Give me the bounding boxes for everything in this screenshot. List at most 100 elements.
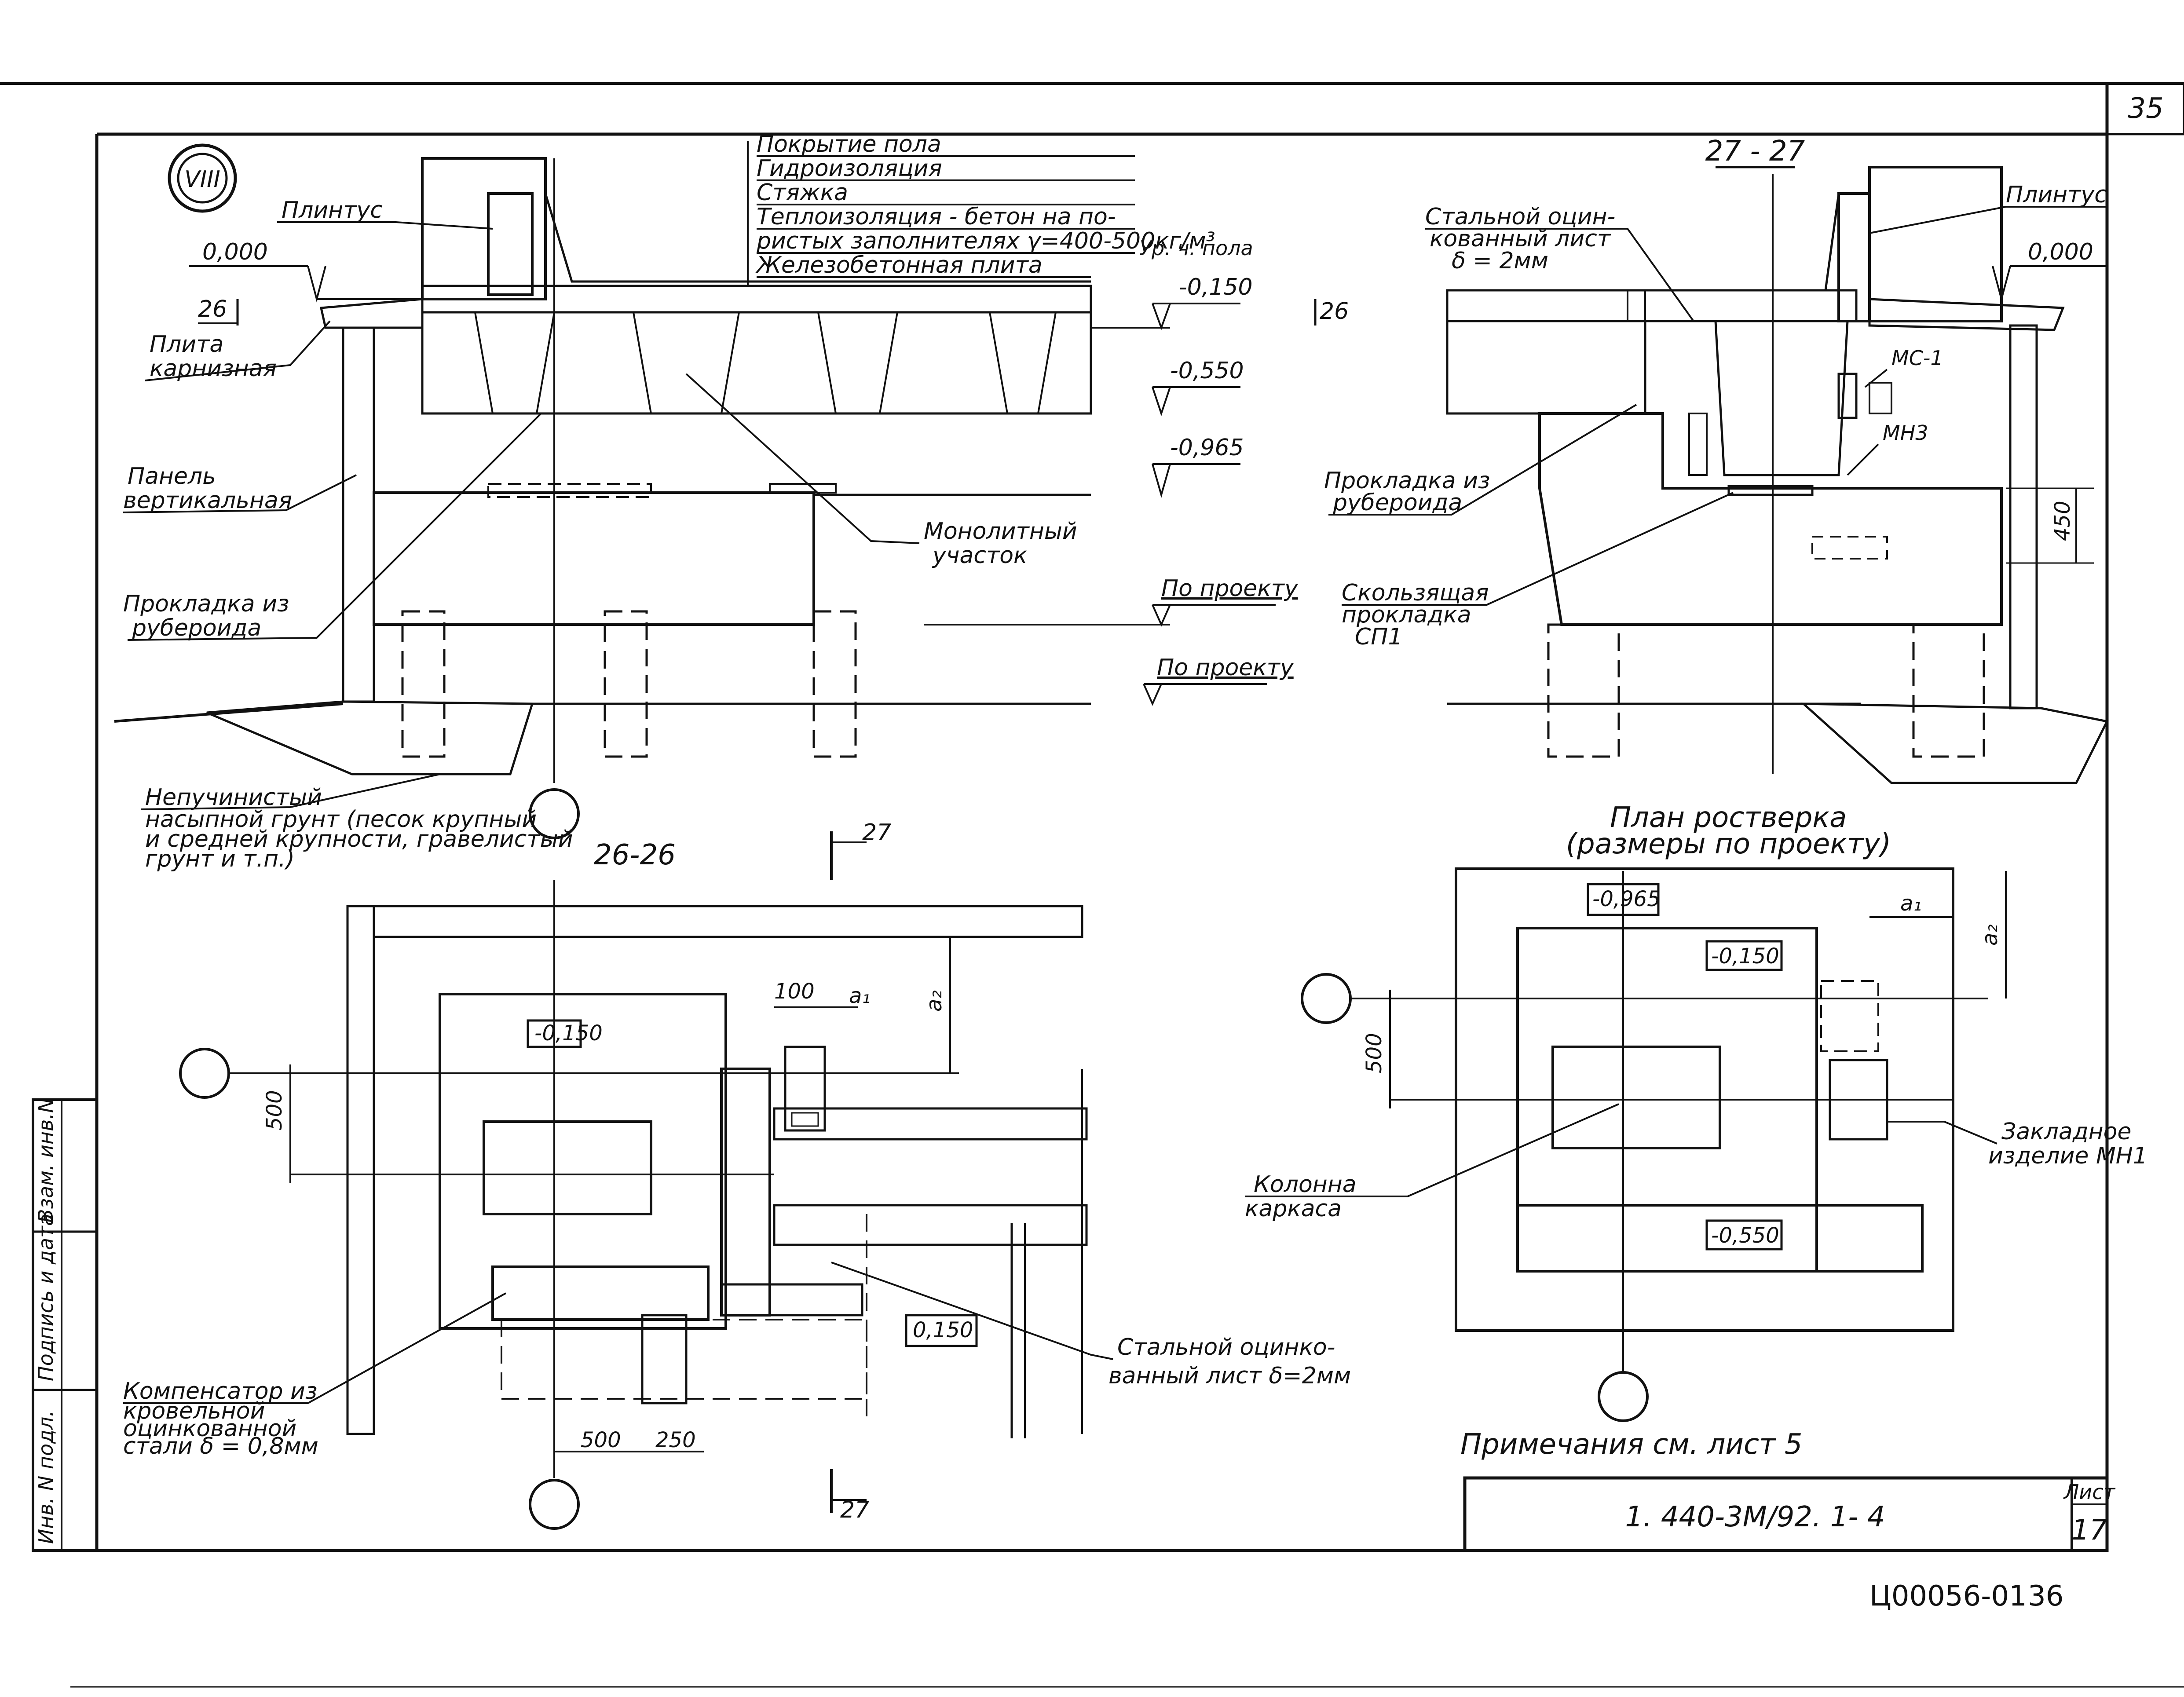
sheet-label: Лист bbox=[2063, 1480, 2116, 1504]
grillage-plan bbox=[439, 993, 727, 1330]
label-panel-1: Панель bbox=[128, 463, 216, 490]
floor-layer-list: Покрытие пола Гидроизоляция Стяжка Тепло… bbox=[755, 131, 1215, 278]
svg-text:Закладное: Закладное bbox=[2001, 1119, 2131, 1145]
svg-text:26: 26 bbox=[1320, 298, 1349, 325]
svg-text:и средней крупности, гравелист: и средней крупности, гравелистый bbox=[145, 826, 573, 852]
label-soil: Непучинистый насыпной грунт (песок крупн… bbox=[140, 773, 573, 872]
dim-a2-right: a₂ bbox=[1978, 924, 2002, 946]
dim-100: 100 bbox=[774, 979, 815, 1004]
archive-page: 36 bbox=[2028, 1580, 2063, 1613]
label-embedded-item: Закладное изделие МН1 bbox=[1887, 1119, 2147, 1169]
section-mark-27-bottom: 27 bbox=[840, 1497, 869, 1523]
floor-slab-right bbox=[1446, 289, 1858, 322]
svg-text:кованный лист: кованный лист bbox=[1430, 226, 1611, 252]
title-block: 1. 440-3М/92. 1- 4 Лист 17 bbox=[1463, 1476, 2116, 1552]
sheet-number: 17 bbox=[2071, 1514, 2107, 1547]
svg-text:По проекту: По проекту bbox=[1157, 655, 1294, 681]
dim-450: 450 bbox=[2050, 501, 2075, 541]
archive-code: Ц00056-01 bbox=[1869, 1580, 2027, 1613]
svg-text:-0,150: -0,150 bbox=[1179, 274, 1253, 300]
svg-text:-0,550: -0,550 bbox=[1170, 358, 1244, 384]
svg-text:VIII: VIII bbox=[184, 166, 220, 193]
level-grillage-mid: -0,550 bbox=[1711, 1223, 1779, 1248]
level-grillage-top: -0,150 bbox=[1711, 944, 1779, 969]
label-mc1: МС-1 bbox=[1891, 346, 1943, 370]
label-compensator: Компенсатор из кровельной оцинкованной с… bbox=[123, 1292, 506, 1459]
label-cornice-1: Плита bbox=[150, 331, 223, 358]
corner-number: 35 bbox=[2128, 92, 2163, 125]
wall-vertical bbox=[346, 905, 375, 1435]
label-pad-2: рубероида bbox=[132, 615, 261, 641]
cornice-slab bbox=[319, 298, 424, 329]
svg-text:стали δ = 0,8мм: стали δ = 0,8мм bbox=[123, 1433, 318, 1459]
label-plinth-right: Плинтус bbox=[2006, 182, 2107, 208]
svg-text:Стальной оцинко-: Стальной оцинко- bbox=[1117, 1334, 1335, 1361]
svg-text:Прокладка из: Прокладка из bbox=[1324, 468, 1490, 494]
grillage bbox=[373, 491, 815, 626]
svg-text:каркаса: каркаса bbox=[1245, 1196, 1342, 1222]
non-heaving-soil bbox=[206, 700, 534, 775]
svg-text:0,000: 0,000 bbox=[202, 239, 268, 265]
detail-marker: VIII bbox=[168, 143, 237, 213]
sheet-note: Примечания см. лист 5 bbox=[1460, 1428, 1803, 1461]
section-mark-27-top: 27 bbox=[862, 819, 891, 846]
svg-text:ванный лист δ=2мм: ванный лист δ=2мм bbox=[1108, 1363, 1351, 1389]
plinth-block bbox=[487, 192, 534, 296]
label-monolithic-1: Монолитный bbox=[924, 518, 1077, 545]
dim-a1-left: a₁ bbox=[849, 984, 871, 1008]
column-plan-right bbox=[1551, 1046, 1721, 1149]
label-steel-sheet-right: Стальной оцин- кованный лист δ = 2мм bbox=[1425, 204, 1694, 322]
label-steel-sheet-left: Стальной оцинко- ванный лист δ=2мм bbox=[831, 1262, 1351, 1389]
dim-500-vertical: 500 bbox=[262, 1090, 287, 1130]
dim-500-bottom: 500 bbox=[581, 1428, 621, 1452]
stamp-signature-date: Подпись и дата bbox=[34, 1214, 58, 1381]
plinth-block-right bbox=[1837, 192, 1871, 322]
label-plinth: Плинтус bbox=[282, 197, 383, 223]
designation: 1. 440-3М/92. 1- 4 bbox=[1625, 1501, 1885, 1533]
dim-500-right: 500 bbox=[1362, 1033, 1386, 1073]
section-right: 27 - 27 450 bbox=[1314, 135, 2109, 784]
svg-text:-0,965: -0,965 bbox=[1170, 435, 1244, 461]
sheet-frame: 35 bbox=[0, 82, 2184, 1688]
section-mark-26: 26 bbox=[198, 296, 239, 326]
dim-a2-left: a₂ bbox=[922, 990, 947, 1012]
floor-level-note: Ур. ч. пола bbox=[1139, 236, 1253, 260]
grillage-plan-title-1: План ростверка bbox=[1610, 801, 1847, 834]
svg-text:Железобетонная плита: Железобетонная плита bbox=[755, 252, 1043, 278]
svg-text:Компенсатор из: Компенсатор из bbox=[123, 1378, 318, 1404]
grillage-plan-title-2: (размеры по проекту) bbox=[1566, 828, 1891, 860]
svg-text:Гидроизоляция: Гидроизоляция bbox=[757, 155, 942, 182]
plan-right: План ростверка (размеры по проекту) -0,9… bbox=[1245, 801, 2147, 1422]
svg-text:По проекту: По проекту bbox=[1161, 575, 1299, 602]
plan-26-title: 26-26 bbox=[594, 839, 676, 871]
plan-left: 26-26 27 27 -0,150 0,150 bbox=[123, 819, 1351, 1530]
section-27-title: 27 - 27 bbox=[1705, 135, 1805, 168]
label-pad-right: Прокладка из рубероида bbox=[1324, 404, 1637, 516]
svg-text:Покрытие пола: Покрытие пола bbox=[757, 131, 941, 157]
grillage-right bbox=[1538, 412, 2003, 626]
svg-text:Колонна: Колонна bbox=[1254, 1171, 1357, 1198]
corner-number-box bbox=[2106, 82, 2184, 135]
vertical-panel bbox=[342, 326, 375, 703]
svg-text:грунт и т.п.): грунт и т.п.) bbox=[145, 846, 295, 872]
label-column: Колонна каркаса bbox=[1245, 1103, 1619, 1222]
svg-text:Стальной оцин-: Стальной оцин- bbox=[1425, 204, 1615, 230]
svg-text:насыпной грунт (песок крупный: насыпной грунт (песок крупный bbox=[145, 806, 537, 833]
svg-text:26: 26 bbox=[198, 296, 227, 322]
side-stamp: Взам. инв.N Подпись и дата Инв. N подл. bbox=[32, 1098, 98, 1552]
label-pad-1: Прокладка из bbox=[123, 591, 289, 617]
svg-text:прокладка: прокладка bbox=[1342, 602, 1471, 628]
dim-a1-right: a₁ bbox=[1900, 891, 1922, 916]
label-sliding-pad: Скользящая прокладка СП1 bbox=[1342, 492, 1734, 650]
wall-horizontal bbox=[373, 905, 1083, 938]
label-monolithic-2: участок bbox=[932, 542, 1028, 569]
upper-wall bbox=[421, 157, 547, 300]
stamp-inv-original: Инв. N подл. bbox=[34, 1410, 58, 1544]
level-grillage-bottom: -0,965 bbox=[1592, 887, 1661, 911]
svg-text:оцинкованной: оцинкованной bbox=[123, 1415, 296, 1442]
level-right: 0,000 bbox=[2028, 239, 2093, 265]
level-plan-left-top: -0,150 bbox=[534, 1021, 603, 1046]
label-mn3: МН3 bbox=[1883, 421, 1928, 445]
svg-text:рубероида: рубероида bbox=[1332, 490, 1462, 516]
